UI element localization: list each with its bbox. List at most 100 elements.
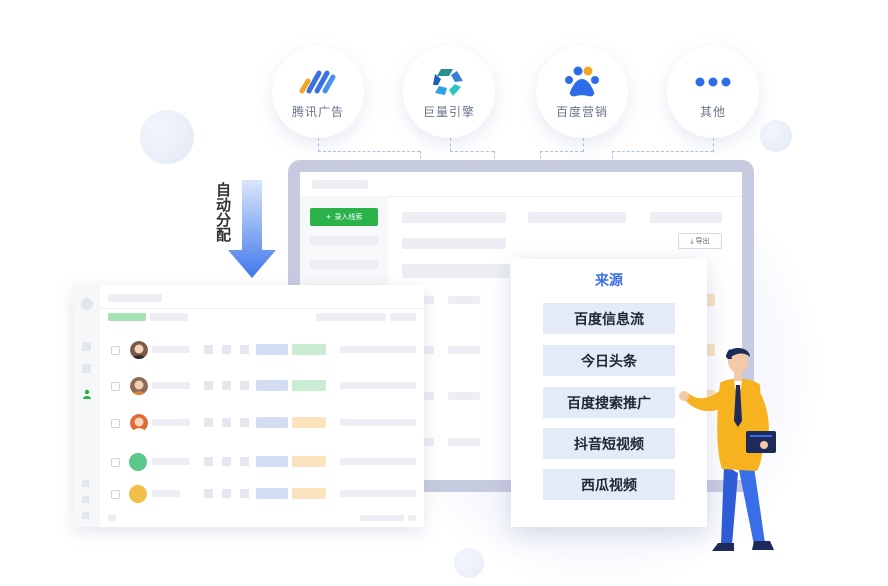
connector-line <box>612 151 613 163</box>
row-checkbox[interactable] <box>111 490 120 499</box>
export-button[interactable]: ⤓ 导出 <box>678 233 722 249</box>
source-item: 百度搜索推广 <box>543 387 675 418</box>
tencent-ads-logo-icon <box>299 70 336 93</box>
toolbar-placeholder <box>650 212 722 223</box>
pagination-bar <box>408 515 416 521</box>
sidebar-item <box>310 260 378 269</box>
connector-line <box>540 151 541 163</box>
baidu-marketing-logo-icon <box>565 66 599 96</box>
add-lead-button[interactable]: + 录入线索 <box>310 208 378 226</box>
connector-line <box>583 138 584 152</box>
cell-square <box>204 345 213 354</box>
cell-square <box>240 489 249 498</box>
channel-baidu-marketing: 百度营销 <box>536 46 628 138</box>
sidebar-icon <box>82 496 89 503</box>
plus-icon: + <box>325 213 332 221</box>
cell-square <box>204 381 213 390</box>
decorative-bubble <box>140 110 194 164</box>
name-placeholder <box>152 458 190 465</box>
cell-square <box>240 418 249 427</box>
source-tag <box>256 456 288 467</box>
connector-line <box>420 151 421 163</box>
channel-tencent-ads: 腾讯广告 <box>272 46 364 138</box>
cell-square <box>222 457 231 466</box>
source-title: 来源 <box>595 273 623 289</box>
row-placeholder <box>340 419 416 426</box>
connector-line <box>450 151 494 152</box>
status-tag <box>292 456 326 467</box>
table-header <box>402 264 510 278</box>
filter-bar <box>390 313 416 321</box>
connector-line <box>450 138 451 152</box>
channel-label: 腾讯广告 <box>291 104 344 119</box>
status-tag <box>292 344 326 355</box>
connector-line <box>318 151 420 152</box>
avatar <box>130 414 148 432</box>
cell-square <box>204 457 213 466</box>
table-cell <box>448 296 480 304</box>
decorative-bubble <box>454 548 484 578</box>
download-icon: ⤓ <box>690 236 694 245</box>
pagination-bar <box>360 515 404 521</box>
status-tag <box>292 380 326 391</box>
cell-square <box>222 489 231 498</box>
cell-square <box>240 345 249 354</box>
sidebar-item <box>310 236 378 245</box>
placeholder-bar <box>312 180 368 189</box>
status-tag <box>292 488 326 499</box>
cell-square <box>222 418 231 427</box>
row-checkbox[interactable] <box>111 458 120 467</box>
cell-square <box>240 457 249 466</box>
toolbar-placeholder <box>402 238 506 249</box>
cell-square <box>222 345 231 354</box>
panel-title-bar <box>108 294 162 302</box>
connector-line <box>494 151 495 163</box>
sidebar-icon <box>82 480 89 487</box>
avatar <box>129 485 147 503</box>
row-checkbox[interactable] <box>111 419 120 428</box>
active-tab[interactable] <box>108 313 146 321</box>
placeholder-bar <box>300 196 742 197</box>
source-tag <box>256 380 288 391</box>
status-tag <box>705 294 715 306</box>
cell-square <box>240 381 249 390</box>
connector-line <box>713 138 714 152</box>
user-icon[interactable] <box>82 389 92 399</box>
row-checkbox[interactable] <box>111 382 120 391</box>
add-lead-label: 录入线索 <box>334 213 363 221</box>
source-tag <box>256 344 288 355</box>
source-item: 西瓜视频 <box>543 469 675 500</box>
channel-other: 其他 <box>667 46 759 138</box>
connector-line <box>612 151 713 152</box>
down-arrow-icon <box>228 180 276 278</box>
table-cell <box>424 438 434 446</box>
toolbar-placeholder <box>528 212 626 223</box>
source-tag <box>256 417 288 428</box>
row-placeholder <box>340 346 416 353</box>
toolbar-placeholder <box>402 212 506 223</box>
ocean-engine-logo-icon <box>433 68 463 96</box>
businessman-illustration <box>679 348 776 551</box>
filter-bar <box>316 313 386 321</box>
avatar <box>129 453 147 471</box>
avatar <box>130 377 148 395</box>
channel-label: 百度营销 <box>555 104 608 119</box>
table-cell <box>448 392 480 400</box>
status-tag <box>292 417 326 428</box>
sidebar-icon <box>82 364 91 373</box>
channel-label: 巨量引擎 <box>422 104 475 119</box>
panel-sidebar <box>73 285 100 527</box>
row-placeholder <box>340 490 416 497</box>
source-item: 百度信息流 <box>543 303 675 334</box>
table-cell <box>424 346 434 354</box>
table-cell <box>424 296 434 304</box>
panel-divider <box>100 308 424 309</box>
name-placeholder <box>152 490 180 497</box>
row-checkbox[interactable] <box>111 346 120 355</box>
table-cell <box>448 346 480 354</box>
sidebar-icon <box>82 342 91 351</box>
cell-square <box>222 381 231 390</box>
tab[interactable] <box>150 313 188 321</box>
export-label: 导出 <box>695 237 710 245</box>
sidebar-icon <box>82 512 89 519</box>
